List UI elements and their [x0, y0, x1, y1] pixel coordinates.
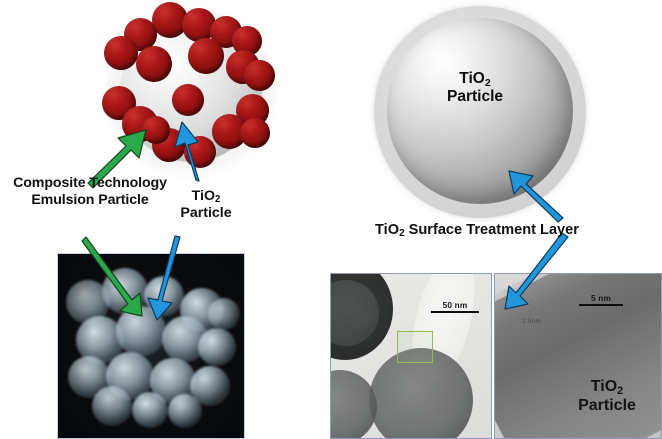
scale-bar-5nm: 5 nm [579, 294, 623, 307]
tio2-bead [240, 118, 270, 148]
scale-bar-label: 50 nm [442, 301, 468, 310]
tem-particle-secondary [331, 370, 377, 438]
sphere-label-formula: TiO2 [459, 70, 491, 89]
tem-particle-main [369, 348, 473, 438]
surface-layer-formula: TiO2 [375, 222, 405, 240]
sphere-center-label: TiO2 Particle [420, 70, 530, 107]
tio2-particle-assembly [374, 6, 590, 218]
sem-micrograph-composite-particles [57, 253, 245, 439]
composite-label-line1: Composite Technology [13, 175, 167, 191]
scale-bar-rule [579, 304, 623, 307]
tio2-bead [142, 116, 170, 144]
tio2-bead [244, 60, 275, 91]
tio2-bead [104, 36, 138, 70]
tem-overlay-label: TiO2 Particle [555, 378, 659, 416]
thickness-annotation: 1.5nm [522, 318, 542, 325]
tio2-label-word: Particle [180, 204, 232, 221]
tem-region-of-interest-box[interactable] [397, 331, 433, 363]
tio2-label-formula: TiO2 [191, 188, 221, 206]
scale-bar-50nm: 50 nm [431, 301, 479, 314]
composite-label-line2: Emulsion Particle [31, 191, 149, 208]
composite-emulsion-particle-label: Composite Technology Emulsion Particle [0, 175, 180, 209]
tio2-bead [136, 46, 172, 82]
tio2-particle-core-sphere [387, 18, 573, 204]
sem-vignette [58, 254, 244, 438]
tem-overlay-formula: TiO2 [590, 378, 624, 397]
tio2-bead [188, 38, 224, 74]
composite-emulsion-particle-schematic [98, 2, 278, 182]
sphere-label-word: Particle [446, 88, 503, 106]
tio2-bead [184, 136, 216, 168]
tem-overlay-word: Particle [578, 396, 636, 414]
scale-bar-rule [431, 311, 479, 314]
scale-bar-label: 5 nm [591, 294, 611, 303]
tio2-surface-treatment-layer-label: TiO2 Surface Treatment Layer [352, 222, 602, 239]
tem-micrograph-overview: 50 nm [330, 273, 492, 439]
tio2-bead-center [172, 84, 204, 116]
surface-layer-text: Surface Treatment Layer [404, 222, 579, 238]
tio2-particle-label: TiO2 Particle [168, 188, 244, 222]
